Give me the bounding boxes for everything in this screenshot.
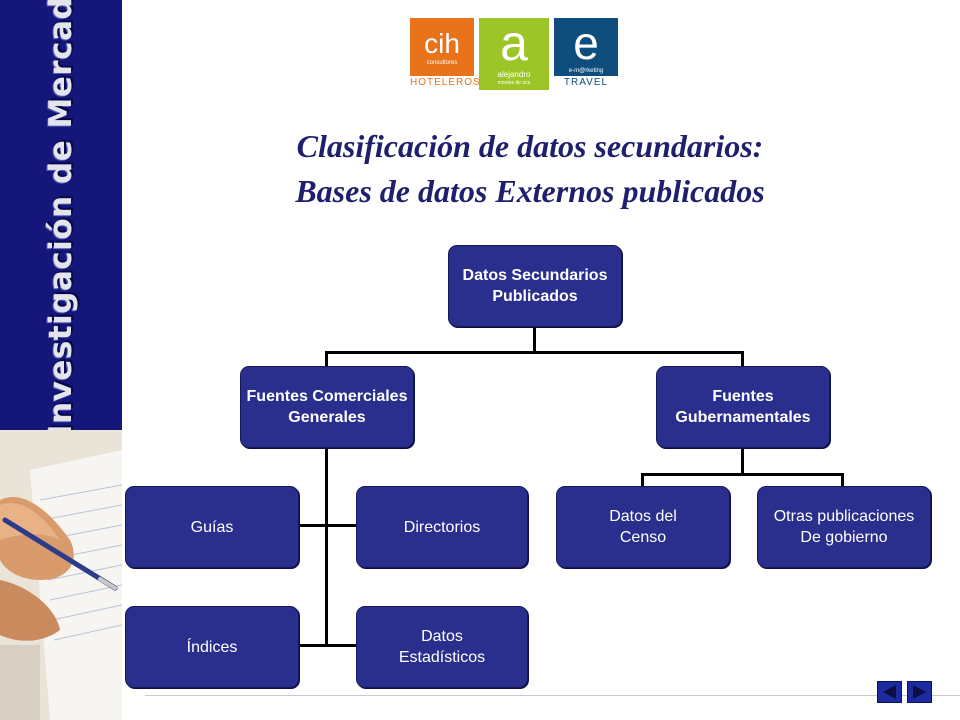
sidebar-title: Investigación de Mercados [0, 0, 122, 436]
node-fuentes-comerciales-line2: Generales [288, 409, 366, 426]
connector-guias-directorios [297, 524, 356, 527]
connector-root-down [533, 325, 536, 352]
node-indices-line1: Índices [186, 638, 238, 656]
connector-indices-estadisticos [297, 644, 356, 647]
alejandro-logo-sub1: alejandro [497, 70, 531, 79]
cih-logo-main: cih [424, 28, 460, 59]
emarketing-logo-strip: TRAVEL [554, 76, 618, 90]
cih-logo-sub: consultores [426, 60, 458, 66]
triangle-right-icon [913, 685, 926, 699]
alejandro-logo-sub2: montes de oca [497, 80, 531, 86]
triangle-left-icon [883, 685, 896, 699]
connector-gubernamentales-down [741, 446, 744, 474]
hand-writing-photo [0, 430, 122, 720]
node-otras-publicaciones-line2: De gobierno [800, 529, 888, 546]
alejandro-logo: a alejandro montes de oca [479, 18, 549, 90]
connector-to-gubernamentales [741, 351, 744, 366]
node-otras-publicaciones-line1: Otras publicaciones [773, 508, 915, 525]
connector-to-comerciales [325, 351, 328, 366]
node-fuentes-gubernamentales-line1: Fuentes [712, 388, 774, 405]
prev-slide-button[interactable] [877, 681, 902, 703]
connector-to-censo [641, 473, 644, 487]
connector-to-otras [841, 473, 844, 487]
node-datos-estadisticos-line1: Datos [421, 628, 463, 645]
page-title-line1: Clasificación de datos secundarios: [296, 128, 764, 164]
node-directorios: Directorios [356, 486, 528, 568]
node-indices: Índices [125, 606, 299, 688]
page-title-line2: Bases de datos Externos publicados [295, 173, 765, 209]
node-datos-censo-line2: Censo [619, 529, 667, 546]
alejandro-logo-main: a [500, 15, 528, 71]
node-datos-secundarios-line2: Publicados [492, 288, 578, 305]
connector-level1-bar [325, 351, 744, 354]
emarketing-logo-main: e [573, 17, 599, 69]
next-slide-button[interactable] [907, 681, 932, 703]
node-guias-line1: Guías [190, 518, 234, 536]
node-datos-estadisticos-line2: Estadísticos [398, 649, 486, 666]
sidebar-title-text: Investigación de Mercados [43, 0, 79, 436]
node-fuentes-comerciales-line1: Fuentes Comerciales [246, 388, 408, 405]
connector-comerciales-trunk [325, 446, 328, 646]
node-otras-publicaciones: Otras publicaciones De gobierno [757, 486, 931, 568]
footer-divider [145, 695, 960, 696]
node-directorios-line1: Directorios [403, 518, 481, 536]
cih-logo-strip: HOTELEROS [410, 76, 481, 90]
emarketing-logo-sub: e-m@rketing [568, 68, 604, 74]
node-datos-censo-line1: Datos del [609, 508, 677, 525]
cih-logo: cih consultores HOTELEROS [410, 18, 481, 90]
connector-level2-bar [641, 473, 844, 476]
node-datos-secundarios-line1: Datos Secundarios [462, 267, 608, 284]
sidebar-band [0, 0, 122, 430]
emarketing-logo: e e-m@rketing TRAVEL [554, 18, 618, 90]
node-guias: Guías [125, 486, 299, 568]
node-fuentes-gubernamentales-line2: Gubernamentales [675, 409, 811, 426]
